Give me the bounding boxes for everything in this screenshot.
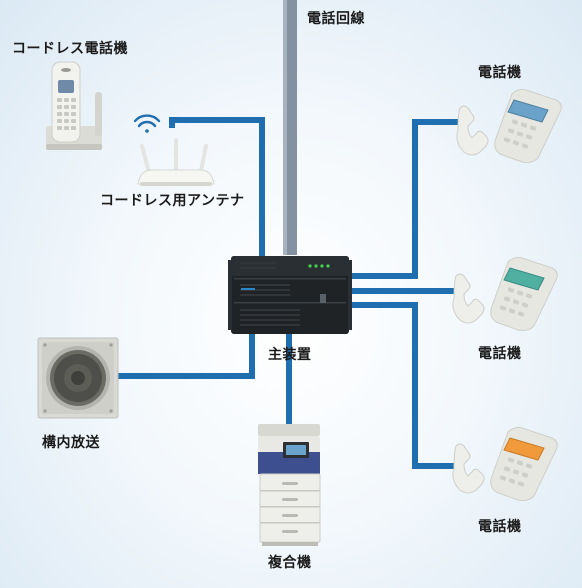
multifunction-printer-label: 複合機 xyxy=(268,555,312,571)
telephone-label-1: 電話機 xyxy=(478,65,522,81)
telephone-label-3: 電話機 xyxy=(478,519,522,535)
status-led-group xyxy=(308,264,330,268)
cable-telephone-1 xyxy=(345,119,470,279)
router-icon xyxy=(137,138,215,186)
desk-phone-icon xyxy=(456,89,562,163)
main-unit-label: 主装置 xyxy=(268,347,312,363)
cordless-phone-icon xyxy=(46,61,102,150)
desk-phone-icon xyxy=(452,427,558,501)
cordless-antenna-label: コードレス用アンテナ xyxy=(100,193,245,209)
telephone-label-2: 電話機 xyxy=(478,346,522,362)
cable-telephone-3 xyxy=(345,302,462,469)
public-address-label: 構内放送 xyxy=(42,435,100,451)
desk-phone-icon xyxy=(452,257,558,331)
printer-icon xyxy=(258,424,321,546)
cable-public-address xyxy=(118,330,255,379)
cable-antenna xyxy=(169,117,265,262)
cables xyxy=(118,117,470,469)
speaker-icon xyxy=(37,337,119,419)
wifi-icon xyxy=(133,114,161,133)
cordless-phone-label: コードレス電話機 xyxy=(12,41,128,57)
pbx-unit-icon xyxy=(228,256,352,334)
phone-line-label: 電話回線 xyxy=(307,11,365,27)
